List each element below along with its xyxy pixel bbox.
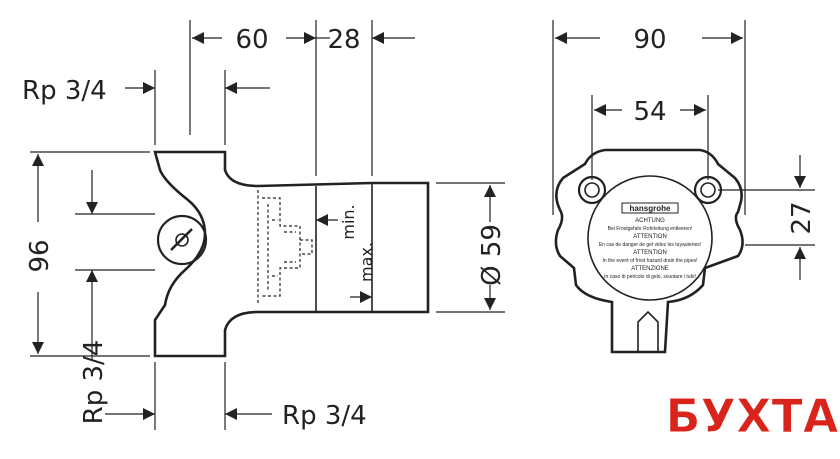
warning-line-7: ATTENZIONE — [631, 266, 669, 272]
thread-label-bottom-right: Rp 3/4 — [282, 401, 367, 431]
front-view — [552, 20, 815, 354]
inner-cartridge-hidden-lines — [257, 190, 313, 305]
drain-knob — [156, 214, 208, 266]
thread-label-left-bottom: Rp 3/4 — [79, 340, 109, 425]
warning-line-4: En cas de danger de gel videz les tuyaut… — [599, 242, 701, 248]
mount-hole-left — [577, 175, 607, 205]
watermark-logo: БУХТА — [666, 389, 839, 443]
label-plate — [587, 175, 713, 301]
brand-label: hansgrohe — [630, 204, 671, 213]
side-view — [30, 20, 505, 430]
warning-line-6: In the event of frost hazard drain the p… — [602, 258, 697, 264]
dim-90: 90 — [633, 25, 666, 55]
warning-line-3: ATTENTION — [633, 234, 667, 240]
dim-diameter-59: Ø 59 — [477, 224, 507, 286]
mount-hole-right — [693, 175, 723, 205]
warning-line-8: In caso di pericolo di gelo, svuotare i … — [604, 274, 696, 280]
min-label: min. — [339, 204, 358, 239]
valve-body-outline — [153, 150, 430, 358]
dim-96: 96 — [25, 239, 55, 272]
mounting-box-outline — [554, 148, 744, 354]
thread-label-top: Rp 3/4 — [22, 76, 107, 106]
max-label: max. — [357, 242, 376, 282]
warning-line-5: ATTENTION — [633, 250, 667, 256]
dim-27: 27 — [787, 201, 817, 234]
warning-line-1: ACHTUNG — [635, 218, 665, 224]
dim-28: 28 — [327, 25, 360, 55]
dim-60: 60 — [235, 25, 268, 55]
warning-line-2: Bei Frostgefahr Rohrleitung entleeren! — [608, 226, 693, 232]
dim-54: 54 — [633, 97, 666, 127]
